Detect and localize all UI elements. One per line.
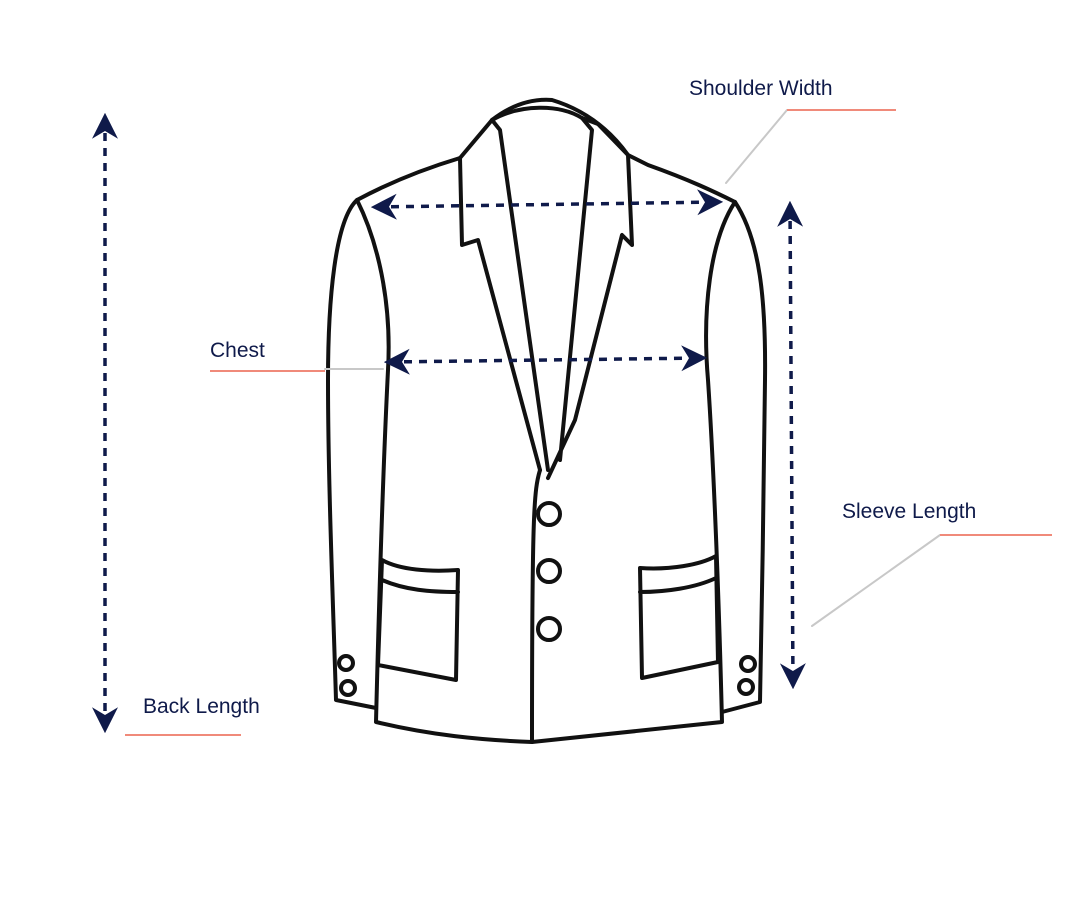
right-lapel-outline: [546, 116, 634, 480]
front-closure-line: [530, 468, 542, 744]
shoulder-width-arrow: [370, 189, 724, 220]
sleeve-length-label: Sleeve Length: [842, 500, 977, 523]
left-sleeve-button-2: [339, 679, 357, 697]
chest-label: Chest: [210, 339, 265, 362]
left-sleeve-outline: [326, 198, 378, 710]
leader-lines: [324, 109, 941, 627]
sleeve-length-arrow: [777, 200, 806, 690]
right-sleeve-button-2: [737, 678, 755, 696]
front-button-2: [536, 558, 562, 584]
front-button-3: [536, 616, 562, 642]
measurement-arrows: [92, 112, 806, 734]
right-sleeve-outline: [720, 200, 768, 714]
shoulder-width-label: Shoulder Width: [689, 77, 833, 100]
jacket-illustration: [326, 97, 768, 744]
right-pocket-outline: [638, 554, 720, 680]
label-underlines: [125, 109, 1052, 736]
jacket-body-outline: [355, 97, 737, 744]
left-pocket-outline: [376, 558, 460, 682]
back-length-label: Back Length: [143, 695, 260, 718]
chest-arrow: [383, 345, 708, 375]
sleeve-leader-line: [811, 534, 941, 627]
left-lapel-outline: [458, 118, 550, 472]
left-sleeve-button-1: [337, 654, 355, 672]
shoulder-leader-line: [725, 109, 788, 184]
front-button-1: [536, 501, 562, 527]
right-sleeve-button-1: [739, 655, 757, 673]
